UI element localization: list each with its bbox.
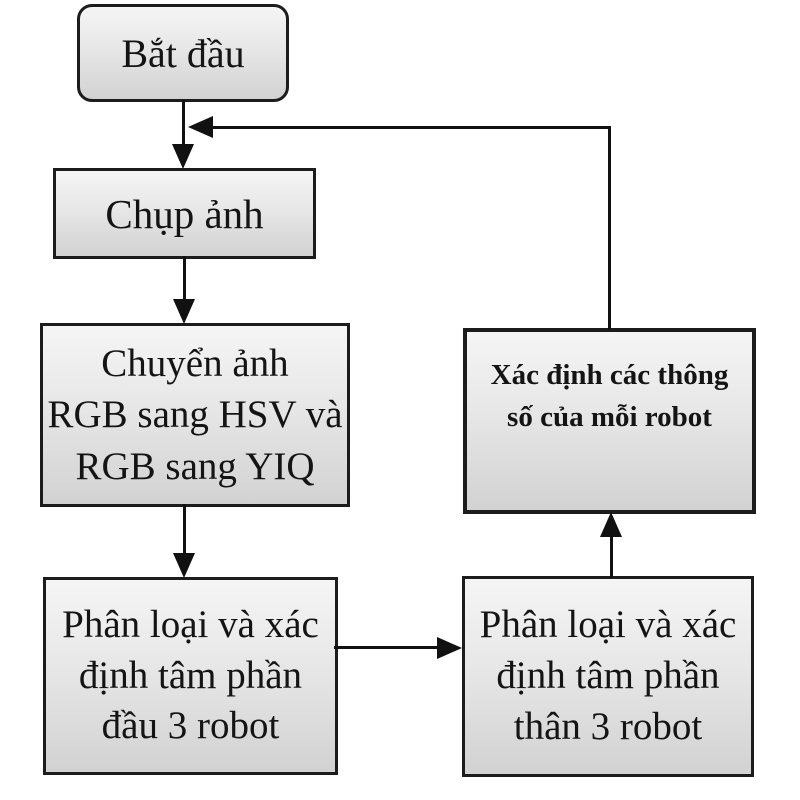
node-convert-rgb: Chuyển ảnh RGB sang HSV và RGB sang YIQ [40,323,350,507]
node-body-line3: thân 3 robot [513,704,703,748]
edge-head-to-body [334,646,438,649]
node-start: Bắt đầu [77,4,289,102]
node-capture-image: Chụp ảnh [53,168,316,259]
node-head-line3: đầu 3 robot [101,704,280,748]
node-convert-line3: RGB sang YIQ [75,444,315,488]
node-convert-line1: Chuyển ảnh [101,341,289,385]
node-head-line2: định tâm phần [78,653,303,697]
edge-feedback-vertical [608,126,611,330]
node-convert-line2: RGB sang HSV và [47,393,343,437]
node-body-line1: Phân loại và xác [479,603,737,647]
edge-convert-to-head [183,504,186,554]
node-body-line2: định tâm phần [496,654,720,698]
node-params-line1: Xác định các thông [490,359,729,391]
edge-capture-to-convert [183,256,186,301]
node-determine-params: Xác định các thông số của mỗi robot [463,328,756,514]
edge-start-to-capture [182,100,185,146]
node-params-line2: số của mỗi robot [507,401,712,434]
node-start-label: Bắt đầu [121,30,245,76]
node-classify-body: Phân loại và xác định tâm phần thân 3 ro… [462,576,754,777]
arrowhead-right-icon [437,637,462,659]
node-capture-label: Chụp ảnh [105,190,264,237]
arrowhead-up-icon [600,512,622,537]
node-head-line1: Phân loại và xác [62,602,319,646]
edge-feedback-horizontal [212,126,610,129]
arrowhead-down-icon [173,553,195,578]
arrowhead-left-icon [188,116,213,138]
arrowhead-down-icon [173,299,195,324]
edge-body-to-params [610,536,613,578]
arrowhead-down-icon [172,144,194,169]
node-classify-head: Phân loại và xác định tâm phần đầu 3 rob… [43,577,338,775]
